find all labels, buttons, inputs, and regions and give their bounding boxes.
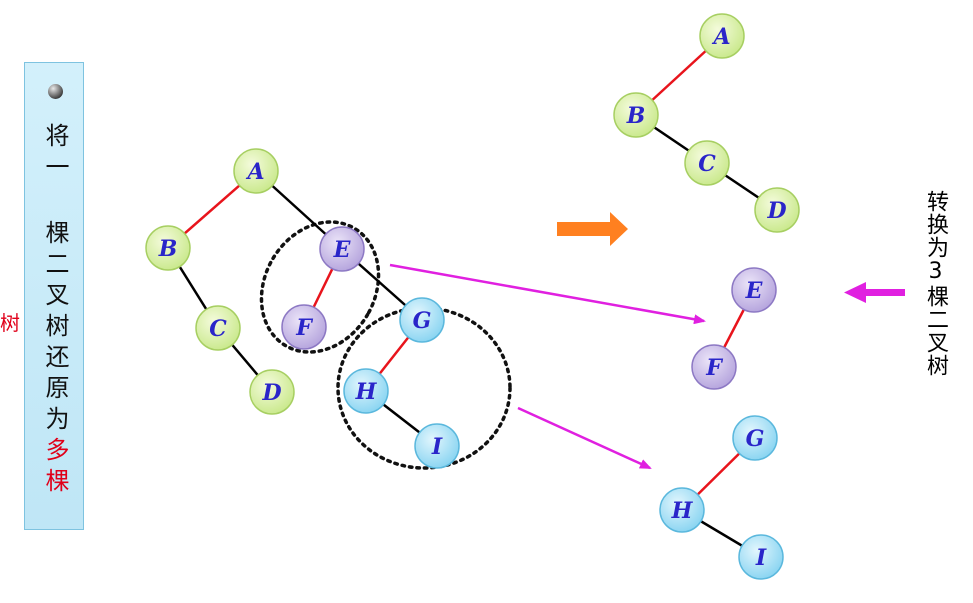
result-tree-1-node-c: C [684, 140, 730, 186]
side-panel: 将一 棵二叉树还原为多棵 [24, 62, 84, 530]
result-tree-3-node-label-h: H [671, 498, 694, 524]
result-tree-1-node-label-c: C [698, 151, 716, 177]
edges-layer [166, 35, 778, 559]
caption-arrow-icon [844, 282, 905, 303]
result-tree-1-node-b: B [613, 92, 659, 138]
result-tree-3-node-label-i: I [755, 545, 767, 571]
left-tree-node-label-e: E [333, 237, 352, 263]
result-tree-3-node-h: H [659, 487, 705, 533]
panel-text: 将一 棵二叉树还原为多棵 [41, 123, 69, 499]
left-tree-node-circle-c [195, 305, 241, 351]
panel-text-highlight: 多棵 [41, 437, 69, 499]
left-tree-node-c: C [195, 305, 241, 351]
transform-arrow-icon [557, 212, 628, 246]
left-tree-node-d: D [249, 369, 295, 415]
left-tree-node-e: E [319, 226, 365, 272]
result-tree-1-node-circle-c [684, 140, 730, 186]
left-tree-node-circle-a [233, 148, 279, 194]
left-tree-node-circle-h [343, 368, 389, 414]
result-tree-1-node-label-d: D [766, 198, 786, 224]
left-tree-node-a: A [233, 148, 279, 194]
left-tree-node-circle-e [319, 226, 365, 272]
left-tree-node-circle-g [399, 297, 445, 343]
result-tree-2-node-label-e: E [745, 278, 764, 304]
result-tree-1-node-circle-a [699, 13, 745, 59]
left-tree-node-circle-f [281, 304, 327, 350]
left-tree-node-label-a: A [245, 159, 264, 185]
left-tree-node-label-g: G [413, 308, 432, 334]
result-tree-1-node-label-b: B [626, 103, 646, 129]
panel-text-main: 将一 棵二叉树还原为 [41, 123, 69, 437]
left-tree-node-label-h: H [355, 379, 378, 405]
result-tree-1-node-circle-b [613, 92, 659, 138]
left-tree-node-circle-b [145, 225, 191, 271]
result-tree-2-node-f: F [691, 344, 737, 390]
result-tree-1-node-a: A [699, 13, 745, 59]
result-tree-3-node-circle-h [659, 487, 705, 533]
result-tree-3-node-circle-i [738, 534, 784, 580]
result-tree-1-node-circle-d [754, 187, 800, 233]
bullet-icon [48, 84, 63, 99]
left-tree-node-g: G [399, 297, 445, 343]
left-tree-node-f: F [281, 304, 327, 350]
group-circle-ef [259, 220, 381, 354]
result-tree-2-node-circle-f [691, 344, 737, 390]
left-tree-node-circle-d [249, 369, 295, 415]
cut-off-text: 树 [0, 311, 20, 335]
left-tree-node-label-f: F [295, 315, 313, 341]
result-tree-2-node-label-f: F [705, 355, 723, 381]
right-caption: 转换为3棵二叉树 [923, 190, 948, 377]
connector-arrow-ghi [517, 406, 652, 470]
left-tree-node-b: B [145, 225, 191, 271]
right-caption-text: 转换为3棵二叉树 [923, 190, 948, 377]
result-tree-1-node-d: D [754, 187, 800, 233]
left-tree-node-label-b: B [158, 236, 178, 262]
result-tree-3-node-i: I [738, 534, 784, 580]
left-tree-node-label-d: D [261, 380, 281, 406]
result-tree-2-node-e: E [731, 267, 777, 313]
result-tree-1-node-label-a: A [711, 24, 730, 50]
result-tree-3-node-circle-g [732, 415, 778, 461]
result-tree-2-node-circle-e [731, 267, 777, 313]
left-tree-node-circle-i [414, 423, 460, 469]
result-tree-3-node-g: G [732, 415, 778, 461]
connector-arrow-ef [389, 263, 706, 325]
left-tree-node-label-i: I [431, 434, 443, 460]
left-tree-node-i: I [414, 423, 460, 469]
result-tree-3-node-label-g: G [746, 426, 765, 452]
nodes-layer: A B C D E F G H I A B C D E F G H I [145, 13, 800, 580]
left-tree-node-label-c: C [209, 316, 227, 342]
left-tree-node-h: H [343, 368, 389, 414]
